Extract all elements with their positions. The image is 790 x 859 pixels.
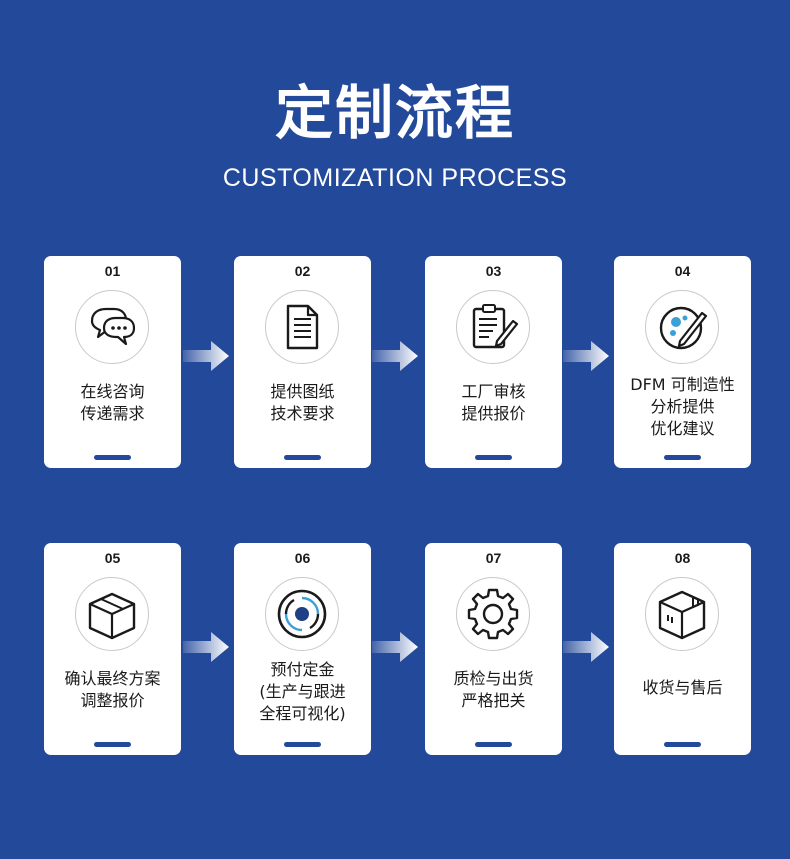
document-icon — [265, 290, 339, 364]
package-icon — [645, 577, 719, 651]
card-bar — [284, 455, 321, 460]
card-bar — [664, 455, 701, 460]
step-description: 质检与出货严格把关 — [453, 669, 534, 710]
step-description: 预付定金(生产与跟进全程可视化) — [259, 660, 346, 723]
step-description: 确认最终方案调整报价 — [64, 669, 161, 710]
step-description: 工厂审核提供报价 — [461, 382, 526, 423]
step-number: 07 — [485, 550, 502, 566]
step-card-01: 01 在线咨询传递需求 — [44, 256, 181, 468]
card-bar — [475, 742, 512, 747]
step-number: 08 — [674, 550, 691, 566]
step-number: 06 — [294, 550, 311, 566]
card-bar — [94, 742, 131, 747]
arrow-right-icon — [563, 632, 609, 662]
card-bar — [94, 455, 131, 460]
step-card-05: 05 确认最终方案调整报价 — [44, 543, 181, 755]
card-bar — [475, 455, 512, 460]
arrow-right-icon — [183, 341, 229, 371]
step-card-02: 02 提供图纸技术要求 — [234, 256, 371, 468]
gear-icon — [456, 577, 530, 651]
step-card-08: 08 收货与售后 — [614, 543, 751, 755]
clipboard-pencil-icon — [456, 290, 530, 364]
chat-bubbles-icon — [75, 290, 149, 364]
box-icon — [75, 577, 149, 651]
step-card-07: 07 质检与出货严格把关 — [425, 543, 562, 755]
page-title: 定制流程 — [274, 79, 515, 147]
step-description: 收货与售后 — [642, 678, 723, 697]
arrow-right-icon — [372, 632, 418, 662]
step-description: 提供图纸技术要求 — [270, 382, 335, 423]
step-card-06: 06 预付定金(生产与跟进全程可视化) — [234, 543, 371, 755]
step-number: 03 — [485, 263, 502, 279]
step-description: 在线咨询传递需求 — [80, 382, 145, 423]
palette-pencil-icon — [645, 290, 719, 364]
step-number: 04 — [674, 263, 691, 279]
arrow-right-icon — [372, 341, 418, 371]
page-subtitle: CUSTOMIZATION PROCESS — [222, 164, 568, 192]
target-icon — [265, 577, 339, 651]
card-bar — [284, 742, 321, 747]
step-card-04: 04 DFM 可制造性分析提供优化建议 — [614, 256, 751, 468]
step-card-03: 03 工厂审核提供报价 — [425, 256, 562, 468]
step-description: DFM 可制造性分析提供优化建议 — [630, 375, 735, 438]
card-bar — [664, 742, 701, 747]
step-number: 02 — [294, 263, 311, 279]
step-number: 01 — [104, 263, 121, 279]
arrow-right-icon — [183, 632, 229, 662]
step-number: 05 — [104, 550, 121, 566]
arrow-right-icon — [563, 341, 609, 371]
